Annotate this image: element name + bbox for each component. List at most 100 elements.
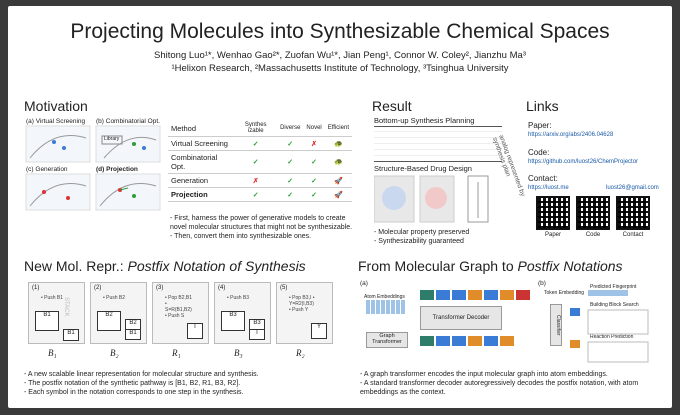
drug-design-figure [374,175,489,223]
synthesis-planning-title: Bottom-up Synthesis Planning [374,116,475,125]
table-row: Virtual Screening ✓ ✓ ✗ 🐢 [168,136,352,151]
block-intermediate: I [187,323,203,339]
rocket-icon: 🚀 [324,187,352,202]
motivation-diagram: (a) Virtual Screening (b) Combinatorial … [24,118,164,212]
diagram-a-label: (a) [360,280,368,287]
drug-design-title: Structure-Based Drug Design [374,164,472,173]
panel-virtual-screening [25,125,91,163]
panel-b-label: (b) Combinatorial Opt. [96,118,160,125]
step-op: • Push B2 [103,295,126,301]
check-icon: ✓ [234,187,278,202]
poster: Projecting Molecules into Synthesizable … [8,6,672,408]
step-op: • Push B1 [41,295,64,301]
bullet-text: - Synthesizability guaranteed [374,238,464,245]
panel-combinatorial-opt [95,125,161,163]
bullet-text: - Molecular property preserved [374,229,470,236]
postfix-symbol: B₂ [110,348,119,358]
check-icon: ✓ [277,150,304,174]
step-number: (1) [32,285,40,291]
method-cell: Generation [168,173,235,188]
rocket-icon: 🚀 [324,173,352,188]
graph-heading: From Molecular Graph to Postfix Notation… [358,258,623,274]
output-heads-svg [570,290,649,363]
graph-heading-italic: Postfix Notations [517,258,623,274]
repr-bullets: - A new scalable linear representation f… [24,370,354,397]
check-icon: ✓ [234,136,278,151]
paper-label: Paper: [528,121,552,130]
reaction-prediction-label: Reaction Prediction [590,334,634,340]
bullet-text: - Each symbol in the notation correspond… [24,389,244,396]
bullet-text: - A graph transformer encodes the input … [360,371,608,378]
postfix-symbol: B₁ [48,348,57,358]
step-op: • Push B3 [227,295,250,301]
block-b1-stack: B1 [125,329,141,340]
transformer-decoder-block: Transformer Decoder [420,306,502,330]
paper-link[interactable]: https://arxiv.org/abs/2406.04628 [528,132,614,138]
step-number: (3) [156,285,164,291]
author-list: Shitong Luo¹*, Wenhao Gao²*, Zuofan Wu¹*… [154,50,526,61]
token-rows [420,290,530,346]
table-header: Diverse [277,120,304,137]
step-op: • Pop B3,I • Y=R2(I,B3) • Push Y [289,295,315,313]
repr-heading: New Mol. Repr.: Postfix Notation of Synt… [24,258,306,274]
motivation-bullets: - First, harness the power of generative… [170,214,360,241]
contact-qr-code[interactable] [616,196,650,230]
library-label: Library [104,136,120,142]
bullet-text: - First, harness the power of generative… [170,215,346,222]
repr-heading-plain: New Mol. Repr.: [24,258,128,274]
block-b1: B1 [35,311,59,331]
check-icon: ✓ [303,150,325,174]
check-icon: ✓ [303,173,325,188]
block-y: Y [311,323,327,339]
step-box: (3) • Pop B2,B1 • S=R(B1,B2) • Push S I [152,282,209,344]
table-row: Generation ✗ ✓ ✓ 🚀 [168,173,352,188]
step-box: (1) • Push B1 STACK B1 B1 [28,282,85,344]
code-qr-code[interactable] [576,196,610,230]
links-heading: Links [526,98,559,114]
step-box: (4) • Push B3 B3 B3 I [214,282,271,344]
postfix-symbol: R₁ [172,348,181,358]
homepage-link[interactable]: https://luost.me [528,185,569,191]
turtle-icon: 🐢 [324,150,352,174]
step-number: (5) [280,285,288,291]
code-label: Code: [528,148,550,157]
table-header: Efficient [324,120,352,137]
graph-heading-plain: From Molecular Graph to [358,258,518,274]
motivation-heading: Motivation [24,98,88,114]
contact-label: Contact: [528,174,558,183]
table-header: Synthes izable [234,120,278,137]
affiliations: ¹Helixon Research, ²Massachusetts Instit… [171,63,509,74]
graph-bullets: - A graph transformer encodes the input … [360,370,665,397]
method-cell: Virtual Screening [168,136,235,151]
motivation-panels-svg [25,125,161,211]
check-icon: ✓ [303,187,325,202]
method-cell: Combinatorial Opt. [168,150,235,174]
panel-a-label: (a) Virtual Screening [26,118,86,125]
cross-icon: ✗ [303,136,325,151]
block-b2: B2 [97,311,121,331]
graph-transformer-block: Graph Transformer [366,332,408,348]
building-block-search-label: Building Block Search [590,302,639,308]
repr-heading-italic: Postfix Notation of Synthesis [127,258,306,274]
block-b3: B3 [221,311,245,331]
panel-generation [25,173,91,211]
table-header: Method [168,120,235,137]
paper-qr-code[interactable] [536,196,570,230]
qr-caption: Paper [544,232,561,238]
step-op: • Pop B2,B1 • S=R(B1,B2) • Push S [165,295,193,319]
step-box: (5) • Pop B3,I • Y=R2(I,B3) • Push Y Y [276,282,333,344]
classifier-block: Classifier [550,304,562,346]
bullet-text: novel molecular structures that might no… [170,224,353,231]
check-icon: ✓ [234,150,278,174]
postfix-symbol: B₃ [234,348,243,358]
step-number: (2) [94,285,102,291]
code-link[interactable]: https://github.com/luost26/ChemProjector [528,159,639,165]
model-diagram: (a) (b) Atom Embeddings Transformer Deco… [360,280,660,366]
panel-projection [95,173,161,211]
check-icon: ✓ [277,173,304,188]
email-link[interactable]: luost26@gmail.com [606,185,659,191]
diagram-b-label: (b) [538,280,546,287]
poster-title: Projecting Molecules into Synthesizable … [70,20,610,43]
table-row: Combinatorial Opt. ✓ ✓ ✓ 🐢 [168,150,352,174]
atom-embedding-bars [366,300,406,314]
